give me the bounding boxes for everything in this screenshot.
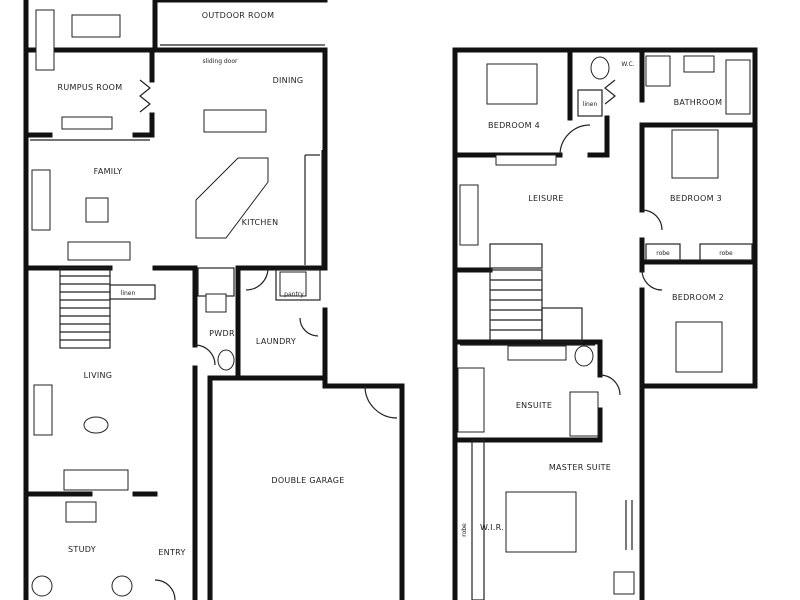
pwdr-basin	[205, 293, 227, 313]
room-label-master-suite: MASTER SUITE	[549, 463, 611, 472]
room-label-dining: DINING	[273, 76, 304, 85]
label-robe-bedroom-3: robe	[656, 250, 670, 257]
ensuite-shower	[569, 391, 599, 437]
leisure-sofa	[459, 184, 479, 246]
wc-toilet	[590, 56, 610, 80]
ground-floor-walls	[23, 0, 405, 600]
label-robe-master: robe	[461, 523, 468, 537]
bathroom-vanity	[683, 55, 715, 73]
room-label-double-garage: DOUBLE GARAGE	[271, 476, 344, 485]
label-robe-bedroom-2: robe	[719, 250, 733, 257]
upper-floor-furniture	[457, 55, 751, 595]
room-label-bedroom-4: BEDROOM 4	[488, 121, 540, 130]
bathroom-bath	[725, 59, 751, 115]
label-sliding-door: sliding door	[202, 58, 238, 65]
room-label-rumpus-room: RUMPUS ROOM	[58, 83, 123, 92]
room-label-bedroom-3: BEDROOM 3	[670, 194, 722, 203]
dining-table	[203, 109, 267, 133]
label-pantry: pantry	[284, 291, 304, 298]
upper-floor-plan: BEDROOM 4 W.C. BATHROOM LEISURE BEDROOM …	[452, 47, 758, 600]
living-sofa-left	[33, 384, 53, 436]
ensuite-bath	[457, 367, 485, 433]
ensuite-vanity	[507, 345, 567, 361]
bathroom-shower	[645, 55, 671, 87]
room-label-ensuite: ENSUITE	[516, 401, 552, 410]
master-bed	[505, 491, 577, 553]
ground-floor-plan: OUTDOOR ROOM sliding door RUMPUS ROOM DI…	[23, 0, 405, 600]
study-chair-left	[31, 575, 53, 597]
ensuite-toilet	[574, 345, 594, 367]
room-label-bedroom-2: BEDROOM 2	[672, 293, 724, 302]
room-label-kitchen: KITCHEN	[242, 218, 279, 227]
room-label-family: FAMILY	[94, 167, 123, 176]
room-label-bathroom: BATHROOM	[674, 98, 723, 107]
room-label-entry: ENTRY	[158, 548, 185, 557]
family-lounge	[67, 241, 131, 261]
upper-floor-details	[460, 79, 753, 600]
label-linen-upper: linen	[583, 101, 598, 108]
living-coffee-table	[83, 416, 109, 434]
living-sofa-bottom	[63, 469, 129, 491]
laundry-tub	[279, 271, 307, 297]
bedroom2-bed	[675, 321, 723, 373]
study-chair-right	[111, 575, 133, 597]
room-label-living: LIVING	[84, 371, 113, 380]
bedroom3-bed	[671, 129, 719, 179]
rumpus-sofa	[35, 9, 55, 71]
ground-floor-furniture	[31, 9, 307, 597]
rumpus-bench	[61, 116, 113, 130]
ground-floor-labels: OUTDOOR ROOM sliding door RUMPUS ROOM DI…	[58, 11, 345, 557]
rumpus-tv	[71, 14, 121, 38]
ground-floor-details	[30, 44, 398, 600]
pwdr-toilet	[217, 349, 235, 371]
room-label-study: STUDY	[68, 545, 96, 554]
room-label-wir: W.I.R.	[480, 523, 504, 532]
kitchen-island	[195, 157, 269, 239]
room-label-laundry: LAUNDRY	[256, 337, 296, 346]
label-linen: linen	[121, 290, 136, 297]
family-coffee-table	[85, 197, 109, 223]
upper-floor-labels: BEDROOM 4 W.C. BATHROOM LEISURE BEDROOM …	[461, 61, 733, 537]
bedroom4-bed	[486, 63, 538, 105]
room-label-wc: W.C.	[621, 61, 634, 68]
room-label-outdoor-room: OUTDOOR ROOM	[202, 11, 275, 20]
room-label-leisure: LEISURE	[528, 194, 564, 203]
study-desk	[65, 501, 97, 523]
family-sofa	[31, 169, 51, 231]
master-chair	[613, 571, 635, 595]
leisure-cabinet	[495, 154, 557, 166]
room-label-pwdr: PWDR	[209, 329, 235, 338]
